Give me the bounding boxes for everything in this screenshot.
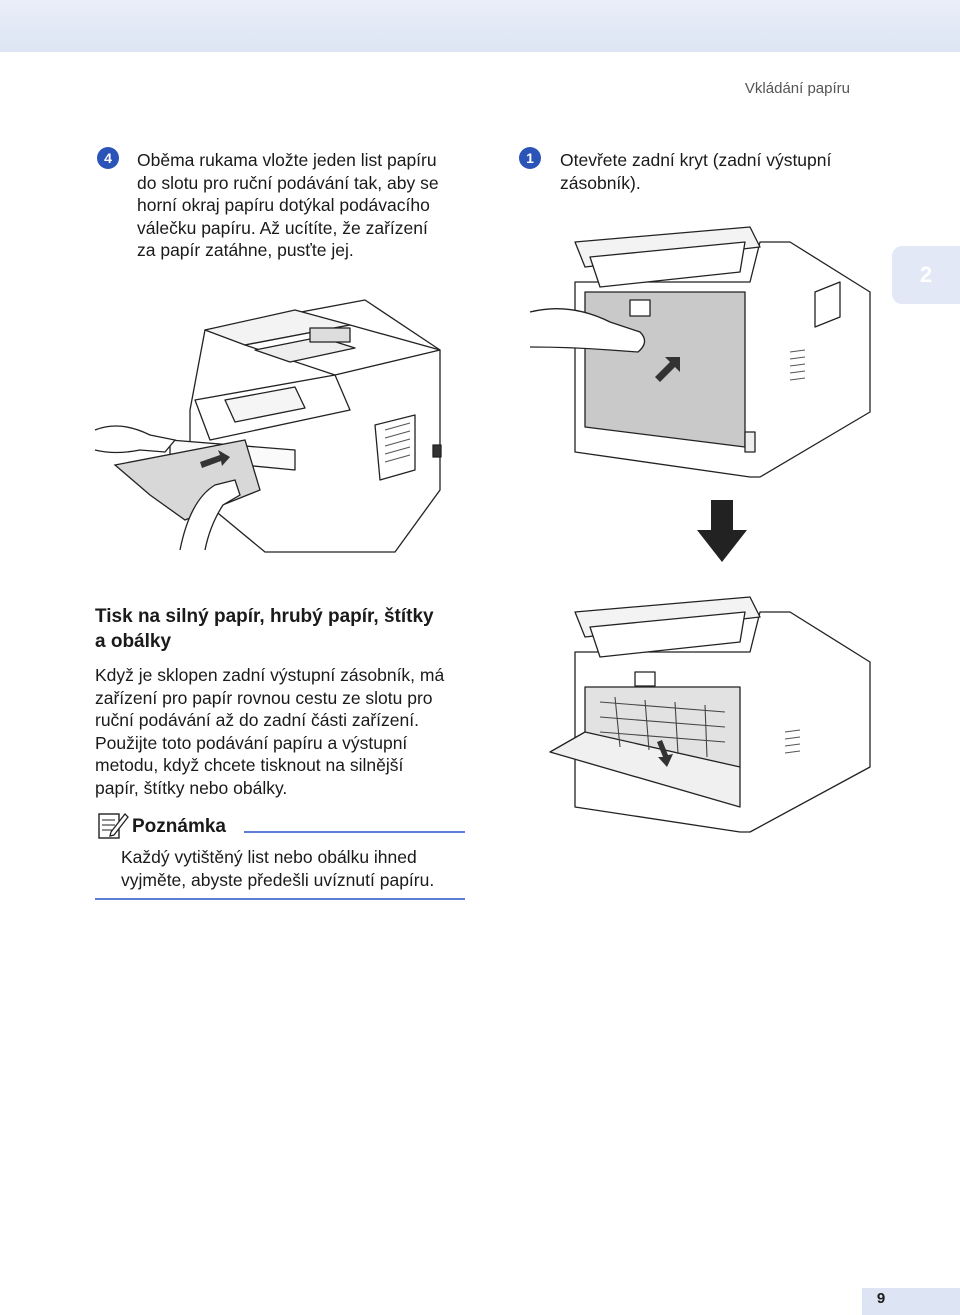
section-body-line: zařízení pro papír rovnou cestu ze slotu… [95, 687, 433, 708]
section-heading-line: Tisk na silný papír, hrubý papír, štítky [95, 606, 434, 627]
note-title: Poznámka [132, 816, 226, 837]
step-4-text: Oběma rukama vložte jeden list papíru do… [137, 149, 439, 262]
running-header: Vkládání papíru [744, 80, 850, 97]
note-rule [244, 831, 465, 833]
printer-rear-cover-open-illustration [529, 226, 871, 478]
section-body-line: ruční podávání až do zadní části zařízen… [95, 710, 419, 730]
section-body-line: Použijte toto podávání papíru a výstupní [95, 732, 408, 753]
step-badge-1: 1 [519, 147, 541, 169]
step-4-line: Oběma rukama vložte jeden list papíru [137, 150, 437, 170]
printer-manual-feed-illustration [94, 299, 442, 553]
top-band [0, 0, 960, 52]
step-4-line: válečku papíru. Až ucítíte, že zařízení [137, 217, 428, 238]
note-line: vyjměte, abyste předešli uvíznutí papíru… [121, 869, 435, 890]
note-rule-bottom [95, 898, 465, 900]
section-heading: Tisk na silný papír, hrubý papír, štítky… [95, 604, 485, 654]
step-1-text: Otevřete zadní kryt (zadní výstupní záso… [560, 149, 831, 194]
step-badge-4: 4 [97, 147, 119, 169]
printer-rear-cover-down-illustration [549, 596, 871, 833]
page-number: 9 [876, 1290, 886, 1307]
step-1-line: zásobník). [560, 172, 641, 193]
step-1-line: Otevřete zadní kryt (zadní výstupní [560, 150, 832, 170]
step-4-line: za papír zatáhne, pusťte jej. [137, 240, 354, 260]
note-line: Každý vytištěný list nebo obálku ihned [121, 847, 417, 867]
note-pencil-icon [98, 813, 129, 839]
chapter-tab: 2 [892, 246, 960, 304]
section-body: Když je sklopen zadní výstupní zásobník,… [95, 664, 444, 799]
step-4-line: do slotu pro ruční podávání tak, aby se [137, 172, 439, 193]
section-body-line: Když je sklopen zadní výstupní zásobník,… [95, 665, 445, 685]
step-4-line: horní okraj papíru dotýkal podávacího [137, 195, 430, 215]
section-body-line: papír, štítky nebo obálky. [95, 777, 288, 798]
note-text: Každý vytištěný list nebo obálku ihned v… [121, 846, 434, 891]
page-number-band [862, 1288, 960, 1315]
arrow-down-icon [697, 500, 747, 562]
section-heading-line: a obálky [95, 631, 172, 652]
section-body-line: metodu, když chcete tisknout na silnější [95, 755, 404, 775]
